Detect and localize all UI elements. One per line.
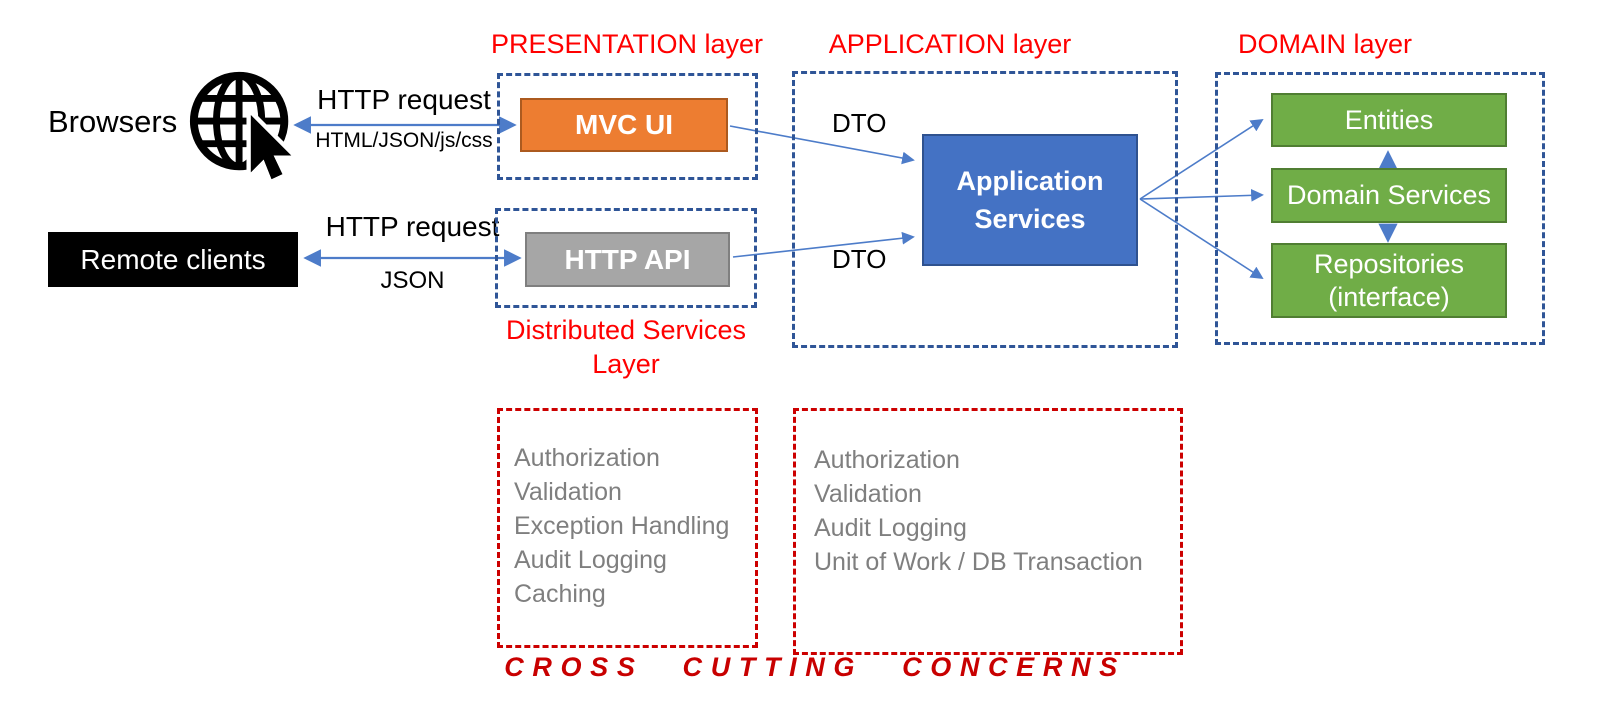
application-layer-title: APPLICATION layer [828, 29, 1072, 59]
list-item: Validation [514, 478, 622, 506]
http-api-box: HTTP API [525, 232, 730, 287]
dto-label-bottom: DTO [832, 244, 887, 274]
app-to-repositories-arrow [1139, 198, 1264, 280]
repositories-box: Repositories (interface) [1271, 243, 1507, 318]
remote-response-label: JSON [380, 267, 445, 294]
domain-layer-title: DOMAIN layer [1237, 29, 1413, 59]
list-item: Caching [514, 580, 606, 608]
list-item: Authorization [814, 446, 960, 474]
list-item: Audit Logging [514, 546, 667, 574]
dto-label-top: DTO [832, 108, 887, 138]
browsers-response-label: HTML/JSON/js/css [315, 129, 493, 152]
cross-cutting-right-frame: Authorization Validation Audit Logging U… [793, 408, 1183, 655]
distributed-services-layer-title: Distributed Services Layer [505, 315, 747, 379]
list-item: Authorization [514, 444, 660, 472]
domain-layer-frame [1215, 72, 1545, 345]
mvc-ui-box: MVC UI [520, 98, 728, 152]
cross-cutting-left-frame: Authorization Validation Exception Handl… [497, 408, 758, 648]
browsers-http-request-label: HTTP request [317, 84, 491, 115]
remote-clients-box: Remote clients [48, 232, 298, 287]
list-item: Exception Handling [514, 512, 730, 540]
globe-cursor-icon [189, 71, 296, 184]
app-to-domain-services-arrow [1139, 188, 1264, 202]
api-to-app-arrow [732, 231, 915, 258]
list-item: Validation [814, 480, 922, 508]
cross-cutting-right-list: Authorization Validation Audit Logging U… [796, 411, 1180, 579]
cross-cutting-left-list: Authorization Validation Exception Handl… [500, 411, 755, 611]
cross-cutting-footer: CROSS CUTTING CONCERNS [504, 652, 1126, 682]
presentation-layer-frame [497, 73, 758, 180]
application-services-box: Application Services [922, 134, 1138, 266]
remote-http-request-label: HTTP request [325, 211, 500, 242]
list-item: Unit of Work / DB Transaction [814, 548, 1143, 576]
distributed-services-layer-frame [495, 208, 757, 308]
presentation-layer-title: PRESENTATION layer [490, 29, 764, 59]
application-layer-frame [792, 71, 1178, 348]
app-to-entities-arrow [1139, 118, 1264, 200]
mvc-to-app-arrow [729, 125, 915, 165]
domain-services-box: Domain Services [1271, 168, 1507, 223]
list-item: Audit Logging [814, 514, 967, 542]
entities-box: Entities [1271, 93, 1507, 147]
browsers-label: Browsers [48, 104, 178, 139]
